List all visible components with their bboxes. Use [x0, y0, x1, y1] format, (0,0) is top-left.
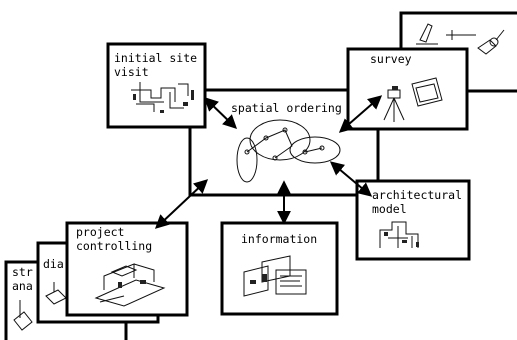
architectural-model-box: architectural model — [355, 179, 471, 261]
initial-site-visit-box: initial site visit — [106, 42, 207, 129]
stack-back-line2: ana — [12, 279, 33, 293]
cluster-sketch — [236, 119, 341, 183]
arrow-site-visit — [203, 97, 238, 129]
survey-label: survey — [370, 52, 412, 66]
architectural-model-line2: model — [372, 202, 407, 216]
architectural-model-line1: architectural — [372, 188, 462, 202]
project-controlling-box: project controlling — [65, 221, 189, 317]
survey-box: survey — [346, 47, 469, 131]
connector-arrows — [154, 95, 383, 229]
arrow-architectural-model — [329, 161, 373, 197]
site-plan-sketch — [131, 82, 194, 113]
building-model-sketch — [379, 221, 419, 248]
arrow-project-controlling — [154, 179, 209, 229]
initial-site-visit-line1: initial site — [114, 51, 197, 65]
theodolite-sketch — [383, 77, 443, 122]
stack-back-line1: str — [12, 265, 33, 279]
project-controlling-line2: controlling — [76, 239, 152, 253]
tools-sketch — [416, 23, 505, 55]
project-controlling-line1: project — [76, 225, 124, 239]
machine-sketch — [94, 263, 166, 307]
arrow-survey — [338, 95, 383, 133]
stack-mid-label: dia — [43, 257, 64, 271]
documents-sketch — [243, 255, 307, 297]
information-label: information — [241, 232, 317, 246]
spatial-ordering-label: spatial ordering — [231, 101, 342, 115]
initial-site-visit-line2: visit — [114, 65, 149, 79]
information-box: information — [220, 221, 339, 316]
